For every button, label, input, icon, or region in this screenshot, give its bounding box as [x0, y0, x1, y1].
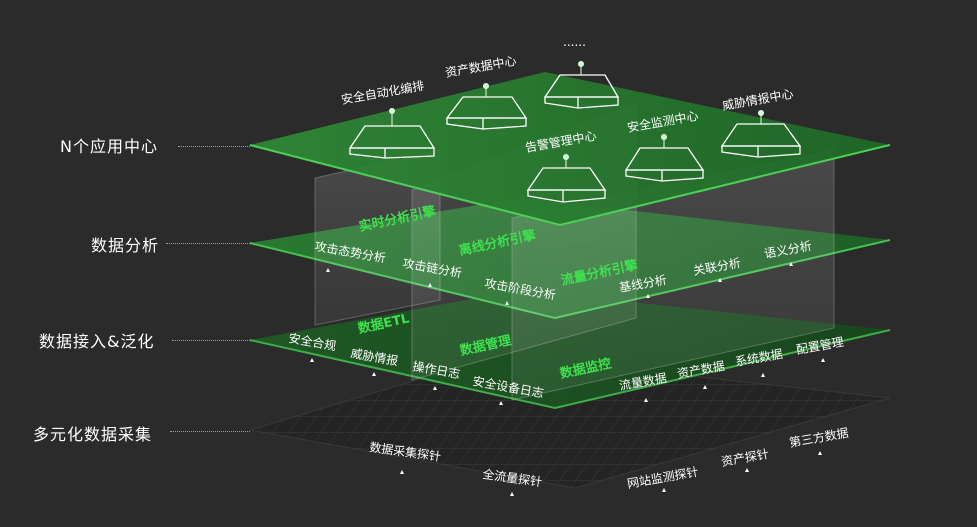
app-center-label: ......: [563, 35, 586, 49]
app-plane-edge: [249, 144, 891, 227]
collection-item-label: 资产探针: [720, 446, 770, 469]
app-center-label: 威胁情报中心: [721, 86, 795, 113]
app-box-pins: [389, 61, 764, 168]
app-box-more: [543, 74, 620, 109]
leader-line-data-analysis: [166, 243, 250, 244]
leader-line-data-collection: [170, 431, 250, 432]
app-plane: [250, 72, 890, 225]
layer-label-data-analysis: 数据分析: [91, 236, 160, 255]
app-center-label: 安全自动化编排: [340, 78, 425, 107]
app-box-security-automation: [348, 125, 436, 159]
leader-line-data-access: [172, 340, 250, 341]
access-plane-edge: [249, 329, 891, 410]
collection-item-markers: [400, 451, 822, 496]
analysis-item-markers: [326, 262, 793, 305]
collection-plane-grid: [250, 355, 890, 488]
layer-label-app-center: N个应用中心: [60, 137, 158, 156]
layer-label-data-collection: 多元化数据采集: [33, 425, 153, 444]
access-item-markers: [310, 358, 825, 405]
app-box-threat-intel: [720, 123, 802, 158]
app-center-label: 资产数据中心: [444, 53, 518, 80]
leader-line-app-center: [178, 146, 250, 147]
collection-item-label: 第三方数据: [788, 425, 850, 450]
layer-label-data-access: 数据接入&泛化: [39, 332, 155, 351]
app-box-asset-data: [445, 96, 528, 130]
app-box-alert-management: [526, 167, 607, 203]
app-box-security-monitoring: [624, 147, 705, 182]
